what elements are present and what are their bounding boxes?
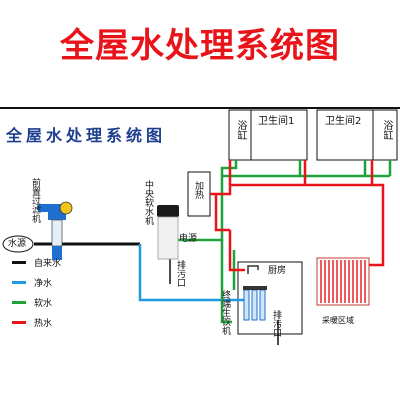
panel-title: 全屋水处理系统图 <box>6 126 167 145</box>
bathroom2-box <box>316 109 374 161</box>
main-title: 全屋水处理系统图 <box>60 26 340 66</box>
legend-label-hot: 热水 <box>34 319 53 329</box>
bath-left-label: 浴缸 <box>235 120 246 140</box>
legend-label-pure: 净水 <box>34 279 53 289</box>
pure-water-pipe <box>138 244 244 302</box>
legend-swatch-pure <box>12 281 26 284</box>
legend-swatch-hot <box>12 321 26 324</box>
heating-radiator <box>316 257 370 306</box>
drain1-label: 排污口 <box>175 260 185 287</box>
ro-label: 终端生饮机 <box>220 290 230 335</box>
bathroom1-label: 卫生间1 <box>258 116 295 127</box>
kitchen-faucet <box>247 265 259 274</box>
heating-label: 采暖区域 <box>322 316 354 325</box>
water-source-ellipse <box>2 235 34 253</box>
legend-label-soft: 软水 <box>34 299 53 309</box>
power-label: 电源 <box>179 234 198 244</box>
drain2-label: 排污口 <box>271 310 281 337</box>
bathroom2-label: 卫生间2 <box>325 116 362 127</box>
water-source-label: 水源 <box>8 239 27 249</box>
legend-swatch-soft <box>12 301 26 304</box>
bath-right-label: 浴缸 <box>381 120 392 140</box>
heater-label: 加热 <box>193 181 203 199</box>
kitchen-label: 厨房 <box>268 266 287 276</box>
softener-label: 中央软水机 <box>143 180 153 225</box>
ro-purifier <box>243 286 267 321</box>
prefilter-label: 前置过滤机 <box>30 178 40 223</box>
prefilter-device <box>38 201 73 260</box>
softener-device <box>157 205 179 260</box>
legend-label-tap: 自来水 <box>34 259 62 269</box>
bathroom1-box <box>250 109 308 161</box>
bath-right-box <box>372 109 398 161</box>
legend-swatch-tap <box>12 261 26 264</box>
hot-water-pipe <box>210 160 385 272</box>
